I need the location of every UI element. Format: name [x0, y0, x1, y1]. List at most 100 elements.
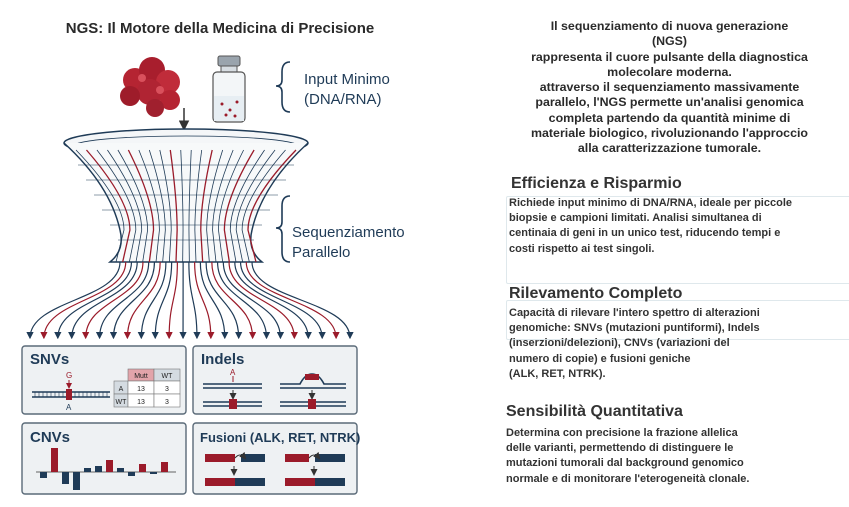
section-title-sensibilita: Sensibilità Quantitativa	[506, 403, 683, 420]
cnv-bar	[62, 472, 69, 484]
cnv-bar	[139, 464, 146, 472]
panel-cnvs-title: CNVs	[30, 429, 70, 446]
funnel-read-line	[218, 149, 244, 263]
snv-table-row1-label: A	[119, 386, 124, 393]
section-body-rilevamento: Capacità di rilevare l'intero spettro di…	[509, 306, 760, 382]
seq-label-line1: Sequenziamento	[292, 224, 405, 241]
fanout-read-arrow	[82, 261, 144, 340]
funnel-read-line	[169, 149, 178, 263]
fanout-read-arrow	[95, 261, 150, 340]
funnel-read-line	[85, 149, 131, 263]
panel-snvs: SNVs G A Mutt WT A 13 3	[21, 345, 187, 415]
funnel-read-line	[212, 149, 234, 263]
snv-table-header-wt: WT	[162, 373, 174, 380]
funnel-read-line	[188, 149, 192, 263]
intro-line: completa partendo da quantità minime di	[548, 110, 791, 125]
fanout-read-arrow	[188, 261, 201, 340]
cnv-bar	[106, 460, 113, 472]
fanout-read-arrow	[137, 261, 167, 340]
intro-line: Il sequenziamento di nuova generazione	[550, 19, 789, 33]
text-column: Il sequenziamento di nuova generazione(N…	[490, 0, 849, 507]
section-line: numero di copie) e fusioni geniche	[509, 352, 691, 365]
fanout-read-arrow	[216, 261, 271, 340]
section-line: normale e di monitorare l'eterogeneità c…	[506, 472, 750, 485]
funnel-read-line	[148, 149, 166, 263]
section-line: Richiede input minimo di DNA/RNA, ideale…	[509, 197, 792, 209]
intro-line: molecolare moderna.	[607, 64, 732, 79]
funnel-read-line	[235, 149, 276, 263]
cnv-bar	[117, 468, 124, 472]
fanout-read-arrow	[40, 261, 127, 340]
snv-table-row1-wt: 3	[165, 386, 169, 393]
fanout-read-arrow	[123, 261, 161, 340]
section-line: delle varianti, permettendo di distingue…	[506, 442, 734, 455]
snv-ref-base: G	[66, 371, 72, 380]
figure-title: NGS: Il Motore della Medicina di Precisi…	[65, 20, 375, 37]
snv-alt-base: A	[66, 403, 72, 412]
section-line: (inserzioni/delezioni), CNVs (variazioni…	[509, 337, 730, 350]
panel-indels-title: Indels	[201, 351, 244, 368]
funnel-read-line	[229, 149, 265, 263]
seq-label-line2: Parallelo	[292, 244, 350, 261]
section-body-efficienza: Richiede input minimo di DNA/RNA, ideale…	[509, 196, 792, 257]
ngs-figure: NGS: Il Motore della Medicina di Precisi…	[21, 20, 405, 495]
funnel-read-line	[117, 149, 149, 263]
fanout-read-arrow	[211, 261, 257, 340]
fanout-read-arrow	[26, 261, 121, 340]
sequencing-bracket	[275, 195, 291, 263]
panel-fusions: Fusioni (ALK, RET, NTRK)	[192, 422, 360, 495]
vial-icon	[212, 55, 246, 123]
section-line: biopsie e campioni limitati. Analisi sim…	[509, 212, 762, 225]
cnv-bar	[161, 462, 168, 472]
cnv-bar	[128, 472, 135, 476]
snv-table: Mutt WT A 13 3 WT 13 3	[113, 368, 181, 408]
section-title-efficienza: Efficienza e Risparmio	[511, 175, 682, 192]
intro-line: rappresenta il cuore pulsante della diag…	[531, 49, 808, 64]
fanout-read-arrow	[151, 261, 173, 340]
funnel-read-line	[206, 149, 224, 263]
cnv-bar	[73, 472, 80, 490]
read-fanout	[26, 261, 354, 340]
cnv-bar	[84, 468, 91, 472]
fanout-read-arrow	[194, 261, 215, 340]
section-line: costi rispetto ai test singoli.	[509, 242, 655, 255]
funnel-read-line	[223, 149, 255, 263]
section-line: (ALK, RET, NTRK).	[509, 367, 606, 380]
section-line: genomiche: SNVs (mutazioni puntiformi), …	[509, 322, 760, 335]
intro-line: (NGS)	[651, 34, 688, 49]
panel-indels: Indels A	[192, 345, 358, 415]
funnel-read-line	[200, 149, 213, 263]
fanout-read-arrow	[222, 261, 285, 340]
section-line: centinaia di geni in un unico test, ridu…	[509, 227, 781, 240]
funnel-read-line	[247, 149, 297, 263]
indel-base: A	[230, 368, 236, 377]
funnel-read-line	[180, 149, 184, 263]
fanout-read-arrow	[199, 261, 229, 340]
funnel-read-line	[96, 149, 137, 263]
cnv-bar	[51, 448, 58, 472]
fanout-read-arrow	[245, 261, 340, 340]
intro-line: attraverso il sequenziamento massivament…	[539, 80, 800, 95]
fanout-read-arrow	[205, 261, 243, 340]
input-label-line1: Input Minimo	[304, 71, 390, 88]
card-frame-1	[506, 196, 849, 284]
fanout-read-arrow	[165, 261, 178, 340]
funnel-read-line	[75, 149, 125, 263]
cnv-bar	[40, 472, 47, 478]
section-line: Capacità di rilevare l'intero spettro di…	[509, 307, 760, 319]
intro-paragraph: Il sequenziamento di nuova generazione(N…	[490, 19, 849, 157]
funnel-read-line	[159, 149, 172, 263]
funnel-read-line	[138, 149, 160, 263]
tissue-sample-icon	[120, 57, 180, 117]
fanout-read-arrow	[234, 261, 312, 340]
section-line: mutazioni tumorali dal background genomi…	[506, 457, 744, 470]
ngs-diagram: Input Minimo (DNA/RNA) Sequenziamento Pa…	[21, 55, 405, 495]
fanout-read-arrow	[54, 261, 133, 340]
cnv-bar	[150, 472, 157, 474]
snv-table-header-mutt: Mutt	[134, 373, 148, 380]
section-line: Determina con precisione la frazione all…	[506, 427, 738, 439]
fanout-read-arrow	[251, 261, 354, 340]
card-frame-2	[506, 300, 849, 340]
intro-line: materiale biologico, rivoluzionando l'ap…	[531, 126, 808, 141]
snv-table-row1-mutt: 13	[137, 386, 145, 393]
